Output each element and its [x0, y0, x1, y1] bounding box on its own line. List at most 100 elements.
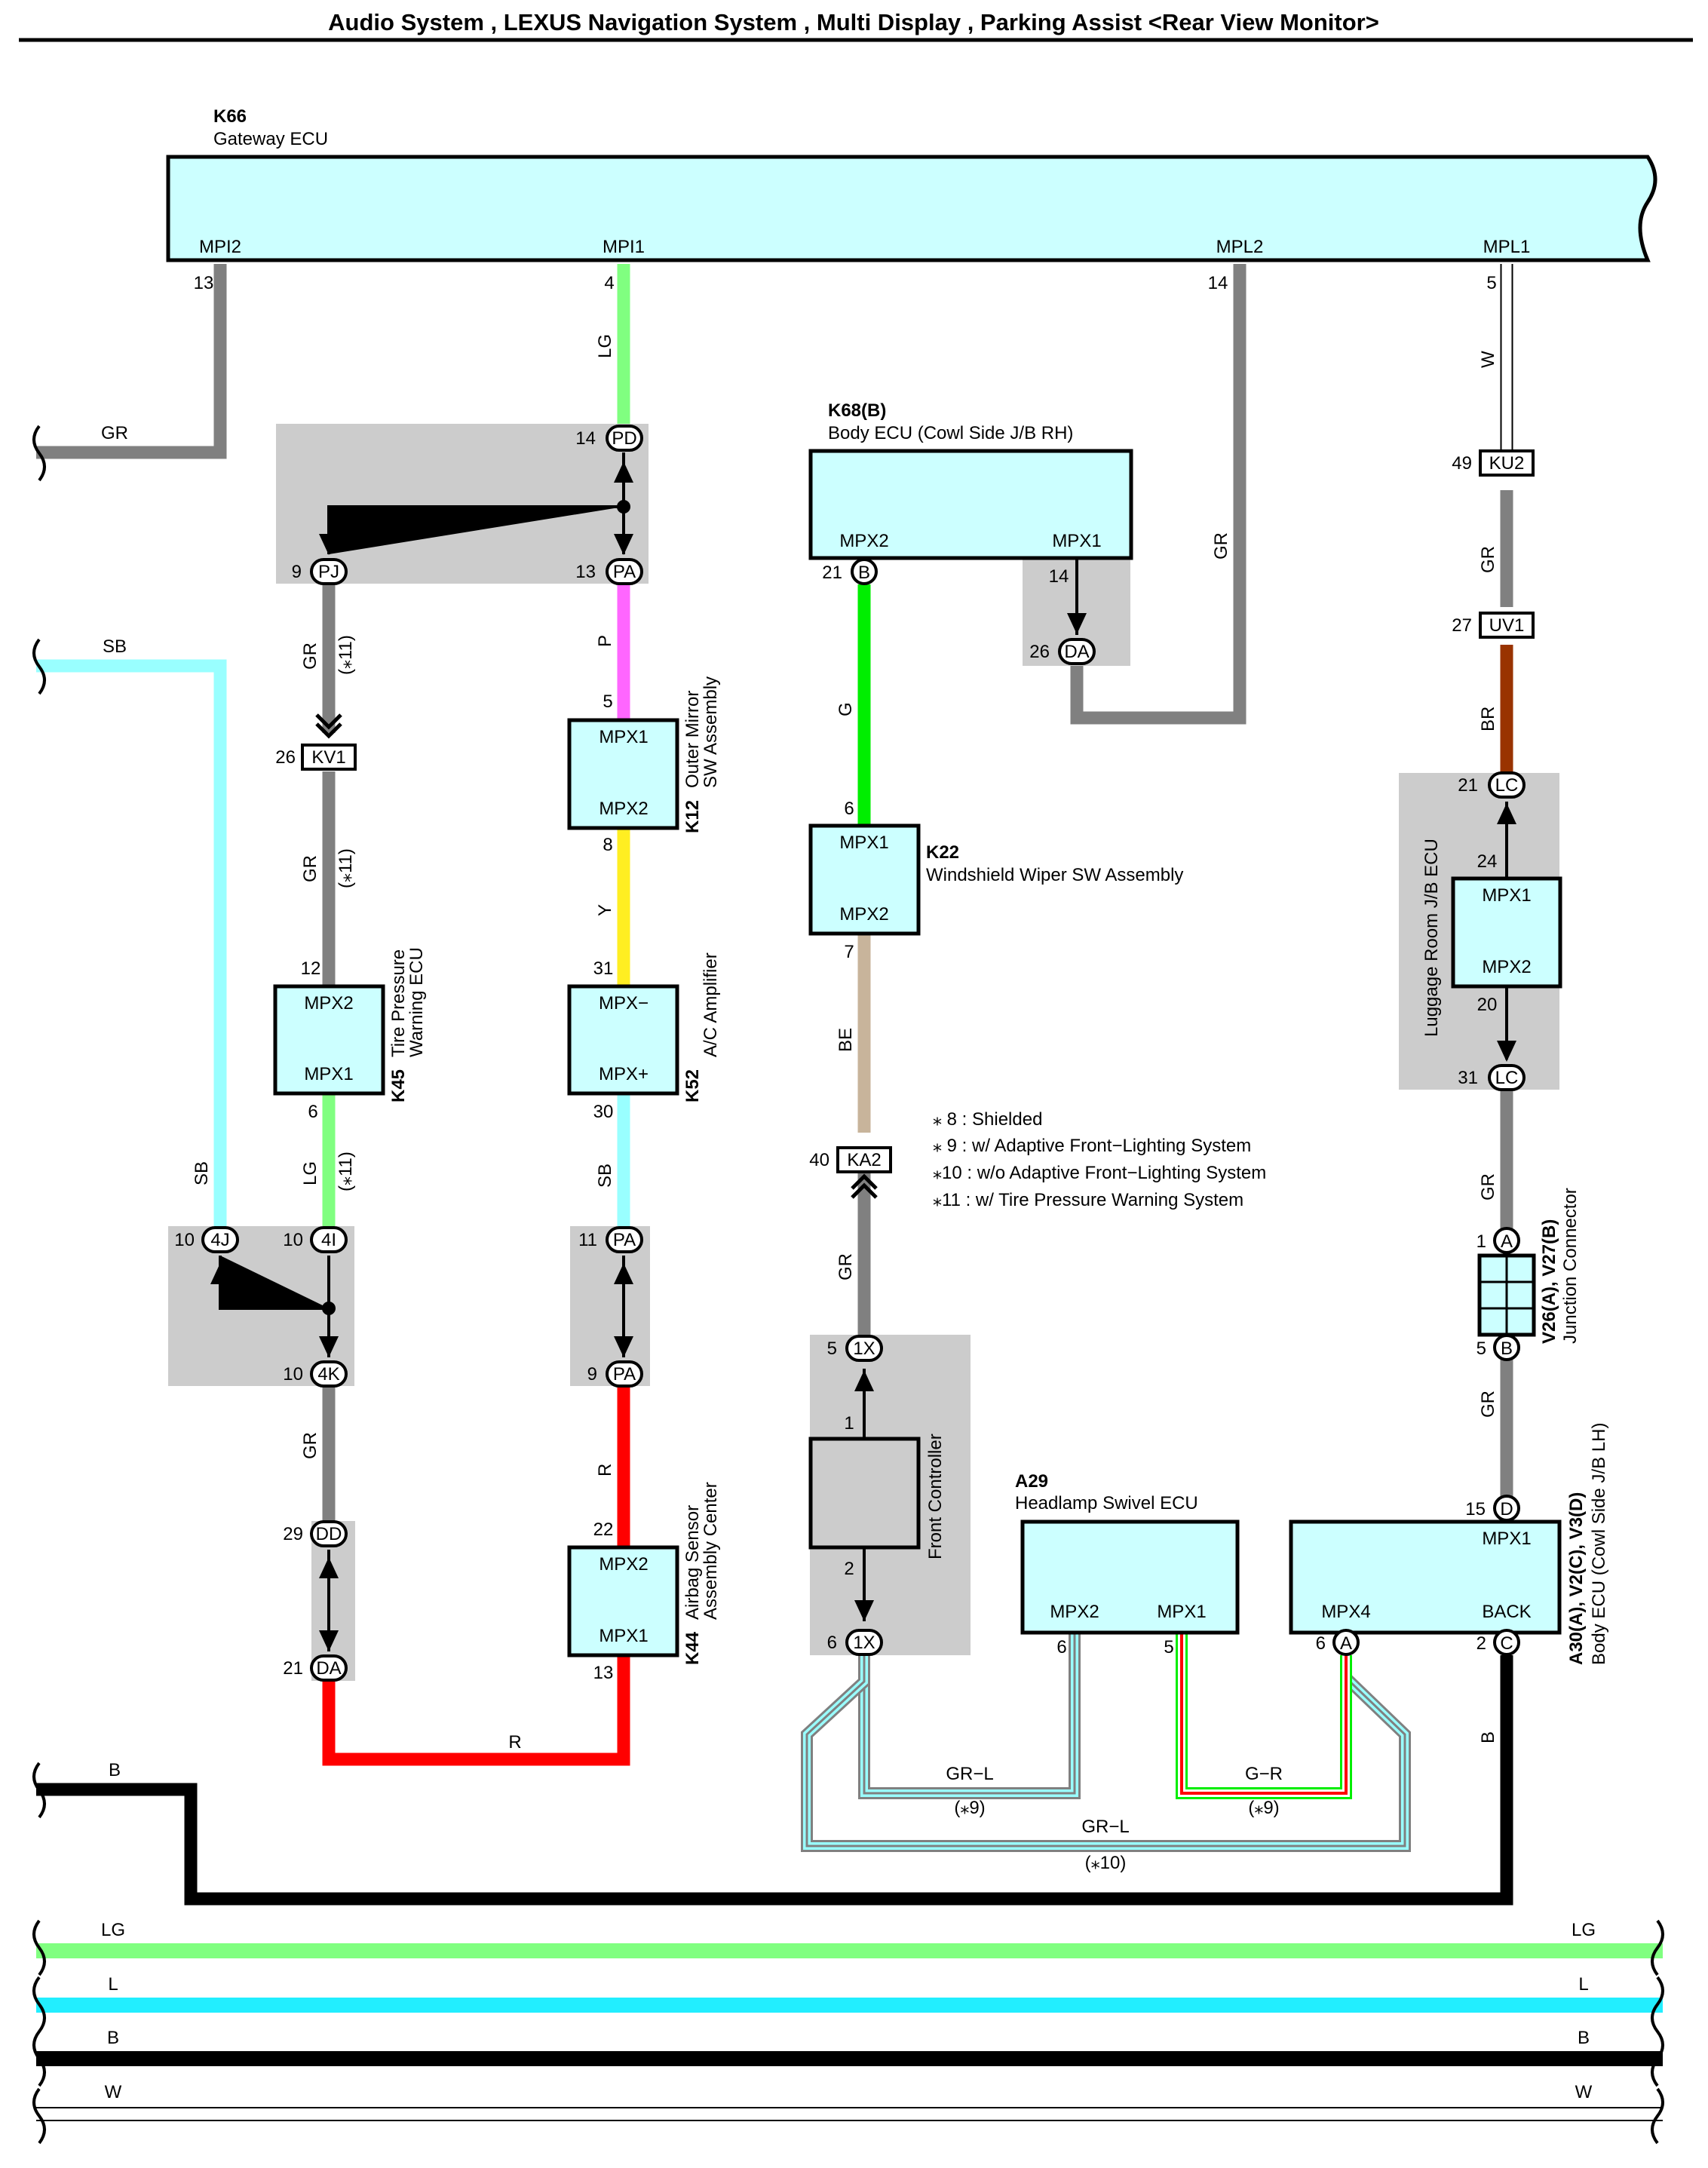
k45-pin-top: MPX2: [304, 993, 353, 1013]
connector-c-2: [1493, 1629, 1520, 1656]
junction-area-pa11-pa9: [570, 1226, 650, 1386]
note-11-k45: (⁎11): [336, 1151, 356, 1191]
k22-pin-top: MPX1: [839, 833, 888, 853]
k52-code: K52: [682, 1069, 703, 1102]
connector-ka2: [836, 1146, 892, 1173]
a30-pin-back: BACK: [1482, 1602, 1531, 1622]
connector-b-21-label: B: [858, 563, 870, 583]
luggage-pin-bottom: MPX2: [1482, 957, 1531, 977]
a30-name: Body ECU (Cowl Side J/B LH): [1589, 1423, 1609, 1665]
k66-pin-mpl1: MPL1: [1483, 237, 1531, 257]
connector-pa-9-label: PA: [613, 1364, 636, 1385]
junction-area-dd-da: [311, 1521, 355, 1681]
wire-label-gr-4k: GR: [300, 1432, 320, 1459]
connector-pj-pin: 9: [292, 562, 302, 582]
wire-label-grl-10: GR−L: [1081, 1817, 1129, 1837]
wire-gr-mpi2: [36, 264, 227, 459]
legend-note-9: ⁎ 9 : w/ Adaptive Front−Lighting System: [933, 1136, 1251, 1156]
k12-name-2: SW Assembly: [701, 676, 721, 788]
k45-code: K45: [388, 1069, 409, 1102]
arrowheads: [210, 462, 1516, 1651]
k44-pinnum-top: 22: [593, 1519, 614, 1540]
wire-sb-left: [36, 659, 227, 1226]
connector-pj: [310, 558, 348, 585]
k52-name: A/C Amplifier: [701, 952, 721, 1057]
wires: [36, 264, 1513, 1906]
k44-pin-bottom: MPX1: [599, 1626, 648, 1646]
note-11-kv1: (⁎11): [336, 848, 356, 888]
wire-label-gr-junction: GR: [1478, 1391, 1498, 1418]
connector-da-21-pin: 21: [283, 1658, 303, 1679]
k68-pin-mpx2: MPX2: [839, 531, 888, 551]
wire-label-br: BR: [1478, 707, 1498, 731]
bus-l-label-left: L: [108, 1974, 118, 1995]
connector-b-5-label: B: [1501, 1339, 1513, 1359]
connector-pd-label: PD: [612, 428, 636, 449]
connector-b-5-pin: 5: [1476, 1339, 1486, 1359]
k52-pinnum-bottom: 30: [593, 1102, 614, 1122]
connector-lc-21: [1488, 771, 1526, 799]
front-controller-box: [808, 1437, 921, 1550]
connector-lc-31-label: LC: [1495, 1068, 1519, 1088]
k12-pinnum-bottom: 8: [603, 835, 612, 855]
connector-uv1: [1479, 612, 1535, 639]
k68-code: K68(B): [828, 400, 886, 421]
connector-c-2-pin: 2: [1476, 1633, 1486, 1654]
bus-lg-label-right: LG: [1572, 1920, 1596, 1940]
connector-d-15-pin: 15: [1465, 1499, 1486, 1519]
connector-4j-label: 4J: [210, 1230, 229, 1250]
k44-pinnum-bottom: 13: [593, 1663, 614, 1683]
headlamp-swivel-ecu-box: [1020, 1519, 1240, 1635]
connector-1x-5: [845, 1335, 883, 1362]
connector-pa-11-pin: 11: [578, 1230, 597, 1250]
connector-pd-pin: 14: [575, 428, 596, 449]
connector-4i-label: 4I: [321, 1230, 336, 1250]
wire-label-w-mpl1: W: [1478, 351, 1498, 368]
k66-code: K66: [213, 106, 247, 127]
wire-label-lg-k45: LG: [300, 1161, 320, 1185]
wire-label-gr-kv1: GR: [300, 855, 320, 882]
bus-l-label-right: L: [1578, 1974, 1588, 1995]
wire-label-be: BE: [836, 1028, 856, 1052]
k12-pinnum-top: 5: [603, 691, 612, 712]
k52-pin-top: MPX−: [599, 993, 649, 1013]
connector-da-21-label: DA: [316, 1658, 341, 1679]
wire-label-gr-mpi2: GR: [101, 423, 128, 443]
k12-code: K12: [682, 800, 703, 833]
connector-ka2-label: KA2: [847, 1150, 881, 1170]
k66-name: Gateway ECU: [213, 129, 328, 149]
k68-pin-mpx1: MPX1: [1052, 531, 1101, 551]
connector-4j-pin: 10: [174, 1230, 195, 1250]
connector-lc-21-label: LC: [1495, 775, 1519, 796]
k45-name-1: Tire Pressure: [388, 949, 409, 1057]
bus-b-label-right: B: [1578, 2028, 1590, 2048]
connector-lc-21-pin: 21: [1458, 775, 1478, 796]
connector-a-1: [1493, 1227, 1520, 1254]
connector-b-21: [851, 558, 878, 585]
connector-dd-pin: 29: [283, 1524, 303, 1544]
luggage-pin-top: MPX1: [1482, 885, 1531, 906]
connector-pa-13-label: PA: [613, 562, 636, 582]
luggage-room-name: Luggage Room J/B ECU: [1421, 839, 1442, 1037]
k45-pinnum-bottom: 6: [308, 1102, 317, 1122]
a29-pin-mpx2: MPX2: [1050, 1602, 1099, 1622]
connector-pa-13: [606, 558, 643, 585]
connector-1x-6: [845, 1629, 883, 1656]
k66-pin-mpl2: MPL2: [1216, 237, 1264, 257]
junction-name: Junction Connector: [1560, 1188, 1581, 1344]
body-ecu-lh-box: [1289, 1519, 1562, 1635]
k44-name-1: Airbag Sensor: [682, 1505, 703, 1620]
connector-ku2-label: KU2: [1489, 453, 1525, 474]
connector-dd: [310, 1520, 348, 1547]
gateway-ecu-box: [166, 155, 1657, 262]
luggage-room-ecu-box: [1451, 876, 1562, 989]
a29-pin-mpx1: MPX1: [1157, 1602, 1206, 1622]
legend-note-11: ⁎11 : w/ Tire Pressure Warning System: [933, 1190, 1243, 1210]
front-controller-pin-top: 1: [844, 1413, 854, 1434]
wire-label-y: Y: [595, 904, 615, 916]
ac-amplifier-box: [567, 984, 679, 1096]
connector-pa-13-pin: 13: [575, 562, 596, 582]
note-10-grl: (⁎10): [1085, 1853, 1127, 1873]
connector-a-6: [1332, 1629, 1360, 1656]
wire-label-gr-pj: GR: [300, 642, 320, 670]
